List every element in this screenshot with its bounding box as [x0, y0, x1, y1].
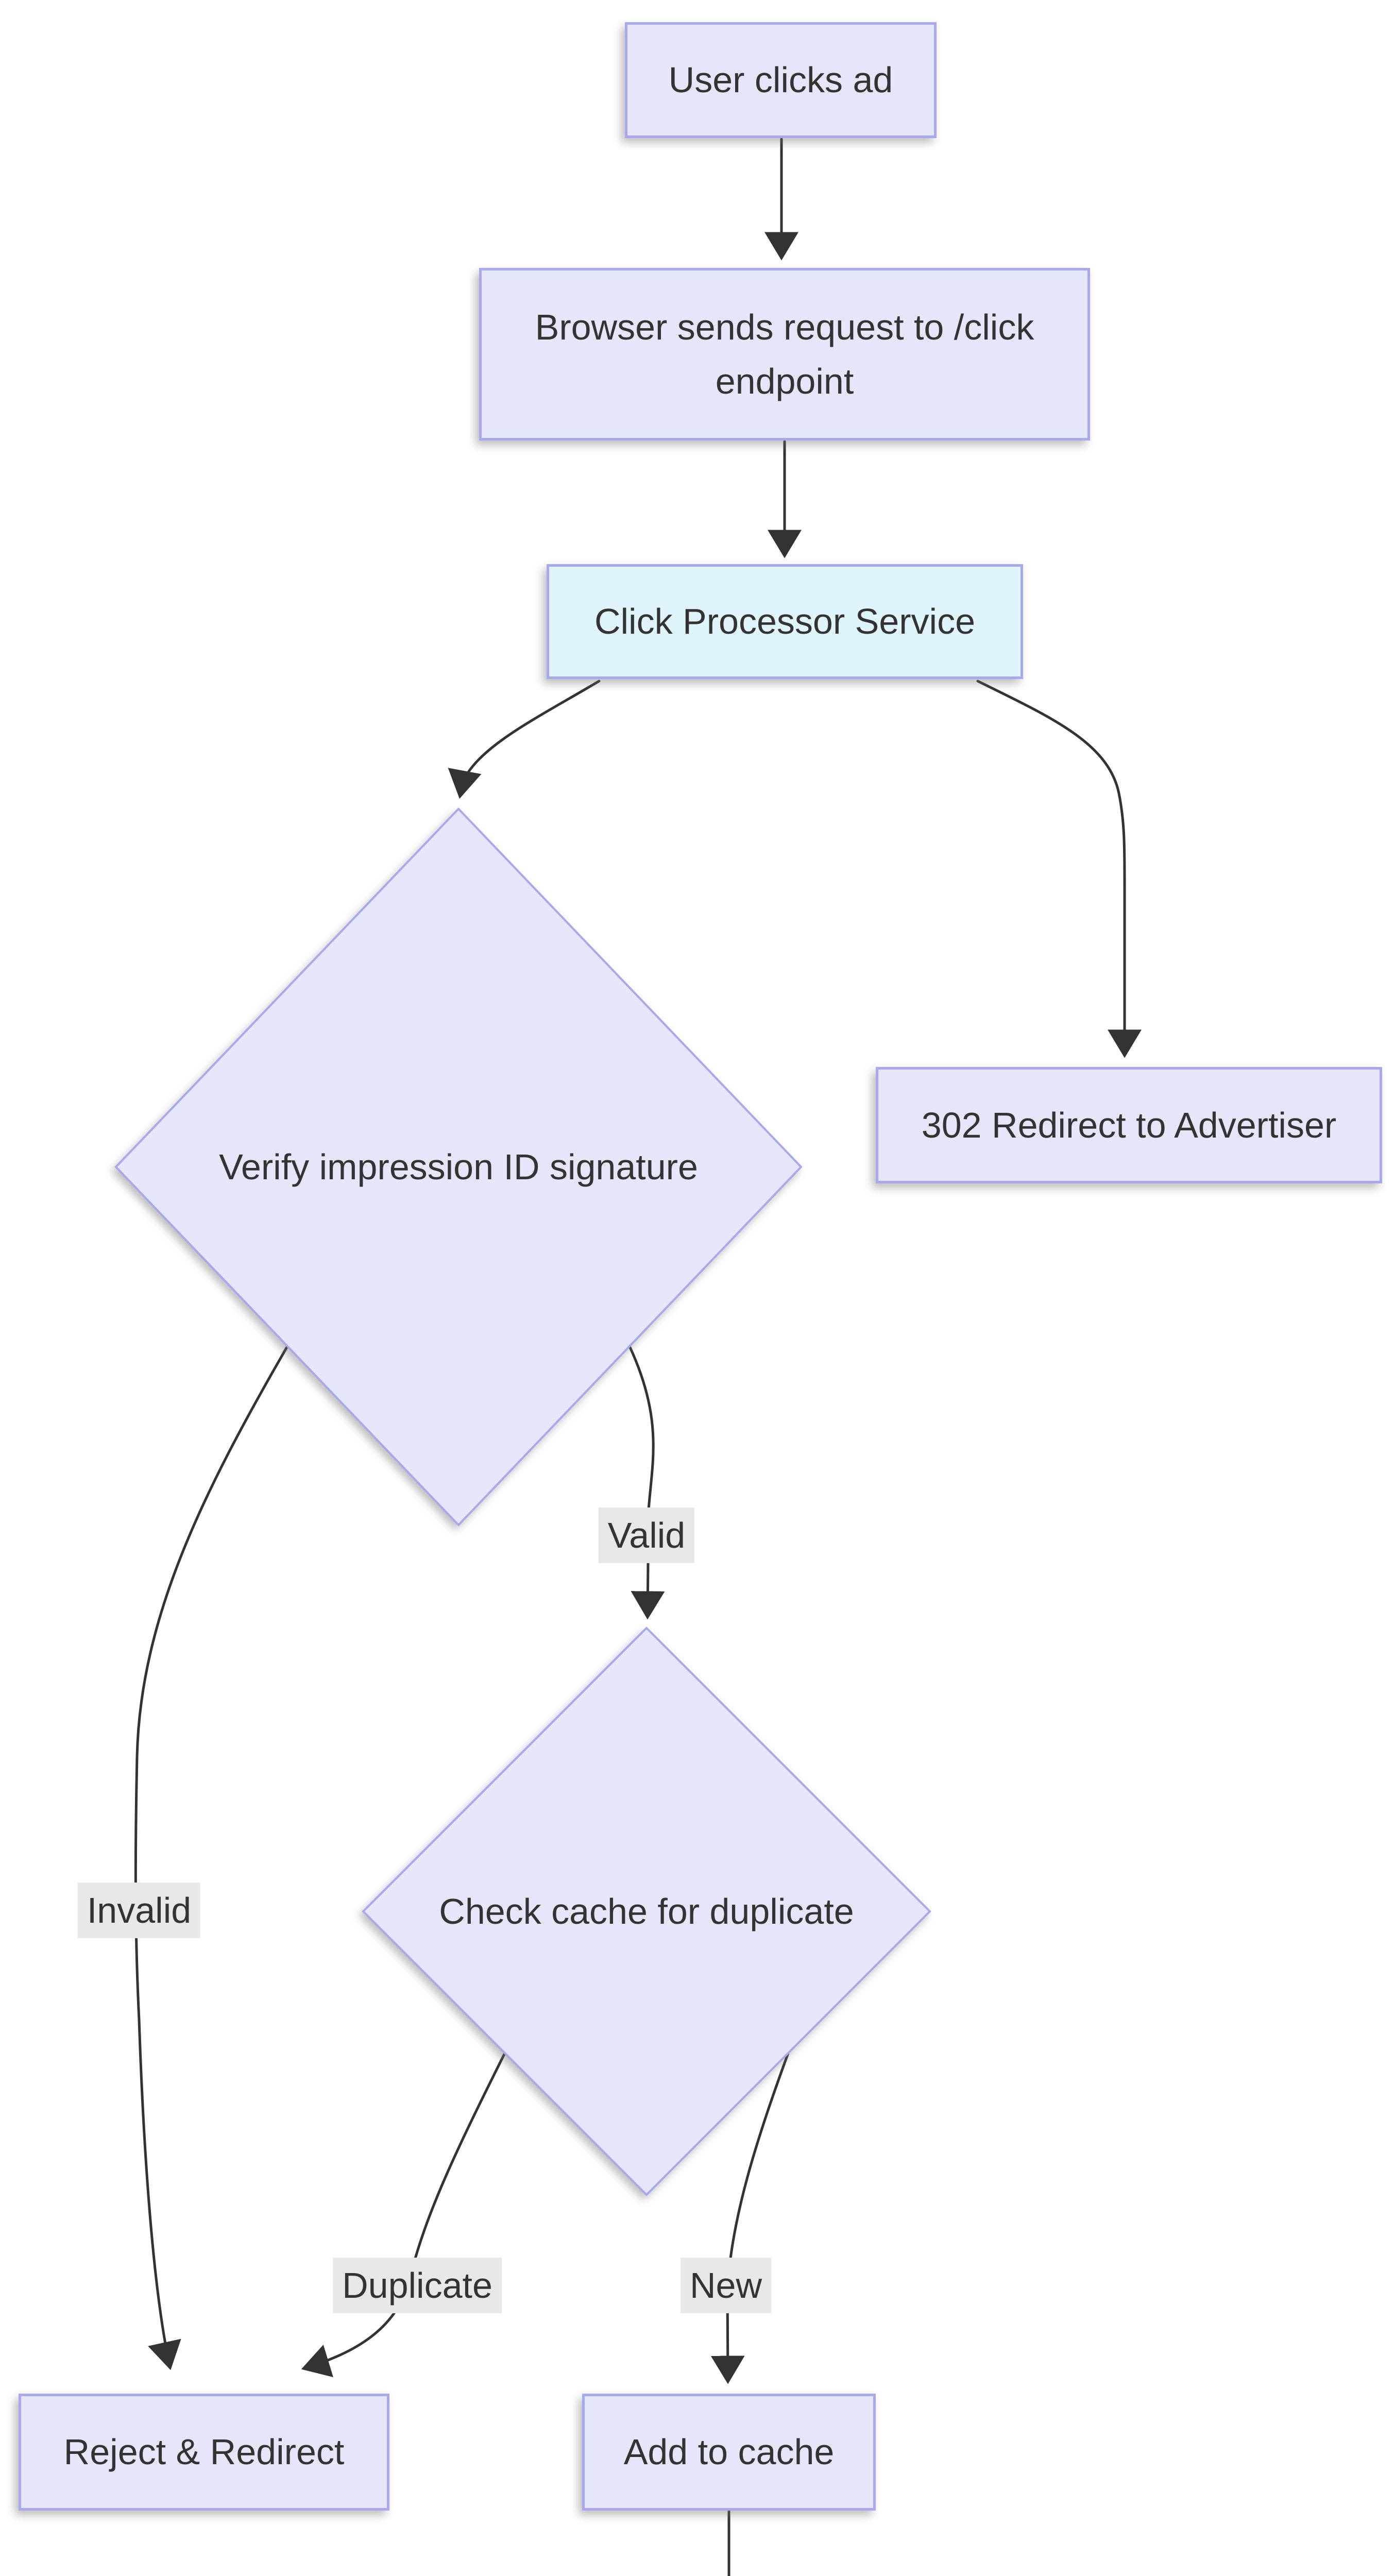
node-add-to-cache: Add to cache — [582, 2394, 876, 2511]
edge-verify-valid-to-cache — [628, 1345, 665, 1620]
node-302-redirect-label: 302 Redirect to Advertiser — [921, 1105, 1337, 1145]
node-add-to-cache-label: Add to cache — [623, 2432, 835, 2472]
edge-verify-invalid-to-reject — [134, 1345, 289, 2370]
node-user-clicks-ad-label: User clicks ad — [668, 60, 893, 100]
node-reject-redirect-label: Reject & Redirect — [63, 2432, 345, 2472]
node-302-redirect: 302 Redirect to Advertiser — [876, 1067, 1382, 1183]
decision-verify-signature-shape — [114, 807, 803, 1527]
edge-label-duplicate: Duplicate — [333, 2258, 502, 2313]
edge-label-new: New — [680, 2258, 772, 2313]
node-browser-sends-request-label: Browser sends request to /click endpoint — [535, 307, 1034, 401]
node-click-processor-service: Click Processor Service — [547, 564, 1023, 679]
edge-processor-to-verify — [448, 680, 601, 799]
node-reject-redirect: Reject & Redirect — [19, 2394, 389, 2511]
edge-cache-duplicate-to-reject — [301, 2052, 506, 2378]
node-browser-sends-request: Browser sends request to /click endpoint — [479, 268, 1090, 440]
node-user-clicks-ad: User clicks ad — [625, 22, 937, 138]
node-click-processor-service-label: Click Processor Service — [594, 601, 976, 641]
edge-label-valid: Valid — [598, 1507, 695, 1563]
edge-processor-to-302 — [976, 680, 1142, 1058]
edge-label-invalid: Invalid — [77, 1883, 201, 1938]
decision-check-cache-shape — [362, 1626, 931, 2196]
